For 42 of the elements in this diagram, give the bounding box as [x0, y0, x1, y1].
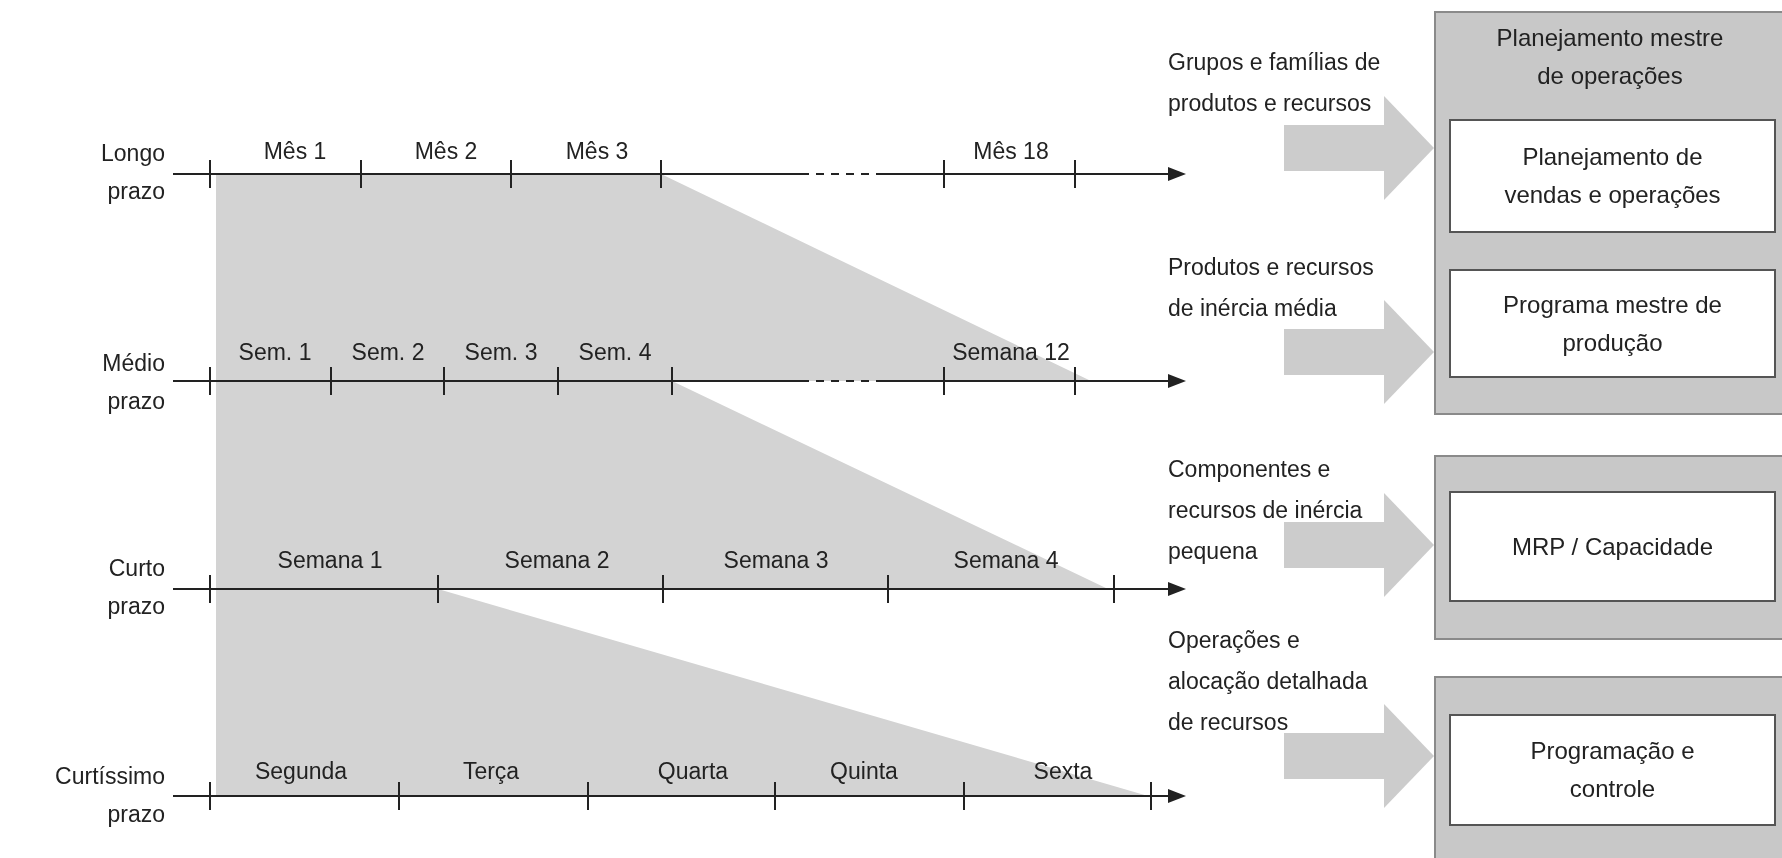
period-label: Mês 2: [414, 137, 478, 166]
level-description: Produtos e recursos de inércia média: [1168, 253, 1375, 323]
period-label: Semana 12: [952, 338, 1070, 367]
box-text: Planejamento de vendas e operações: [1503, 142, 1722, 210]
period-label: Semana 1: [277, 546, 383, 575]
period-label: Sem. 2: [351, 338, 425, 367]
row-label: Curto prazo: [107, 554, 165, 621]
box-text: Programação e controle: [1529, 736, 1696, 804]
box-text: MRP / Capacidade: [1512, 531, 1713, 562]
period-label: Semana 2: [504, 546, 610, 575]
group-box: [1434, 11, 1782, 415]
period-label: Mês 3: [565, 137, 629, 166]
block-arrow: [1284, 96, 1434, 200]
group-heading: Planejamento mestre de operações: [1495, 23, 1725, 91]
block-arrow: [1284, 493, 1434, 597]
row-label: Curtíssimo prazo: [55, 762, 165, 829]
period-label: Segunda: [254, 757, 348, 786]
block-arrow: [1284, 704, 1434, 808]
box-text: Programa mestre de produção: [1502, 289, 1723, 358]
period-label: Quarta: [657, 757, 729, 786]
process-box: [1449, 269, 1776, 378]
period-label: Semana 3: [723, 546, 829, 575]
process-box: [1449, 119, 1776, 233]
period-label: Quinta: [830, 757, 898, 786]
level-description: Grupos e famílias de produtos e recursos: [1168, 48, 1382, 118]
row-label: Médio prazo: [102, 349, 165, 416]
period-label: Sem. 3: [464, 338, 538, 367]
period-label: Terça: [462, 757, 520, 786]
group-box: [1434, 455, 1782, 640]
period-label: Sem. 4: [578, 338, 652, 367]
row-label: Longo prazo: [101, 139, 165, 206]
period-label: Sem. 1: [238, 338, 312, 367]
period-label: Mês 18: [973, 137, 1049, 166]
level-description: Componentes e recursos de inércia pequena: [1168, 455, 1364, 566]
level-description: Operações e alocação detalhada de recursos: [1168, 626, 1369, 737]
process-box: [1449, 491, 1776, 602]
process-box: [1449, 714, 1776, 826]
group-box: [1434, 676, 1782, 858]
period-label: Mês 1: [263, 137, 327, 166]
period-label: Sexta: [1033, 757, 1093, 786]
block-arrow: [1284, 300, 1434, 404]
period-label: Semana 4: [953, 546, 1059, 575]
